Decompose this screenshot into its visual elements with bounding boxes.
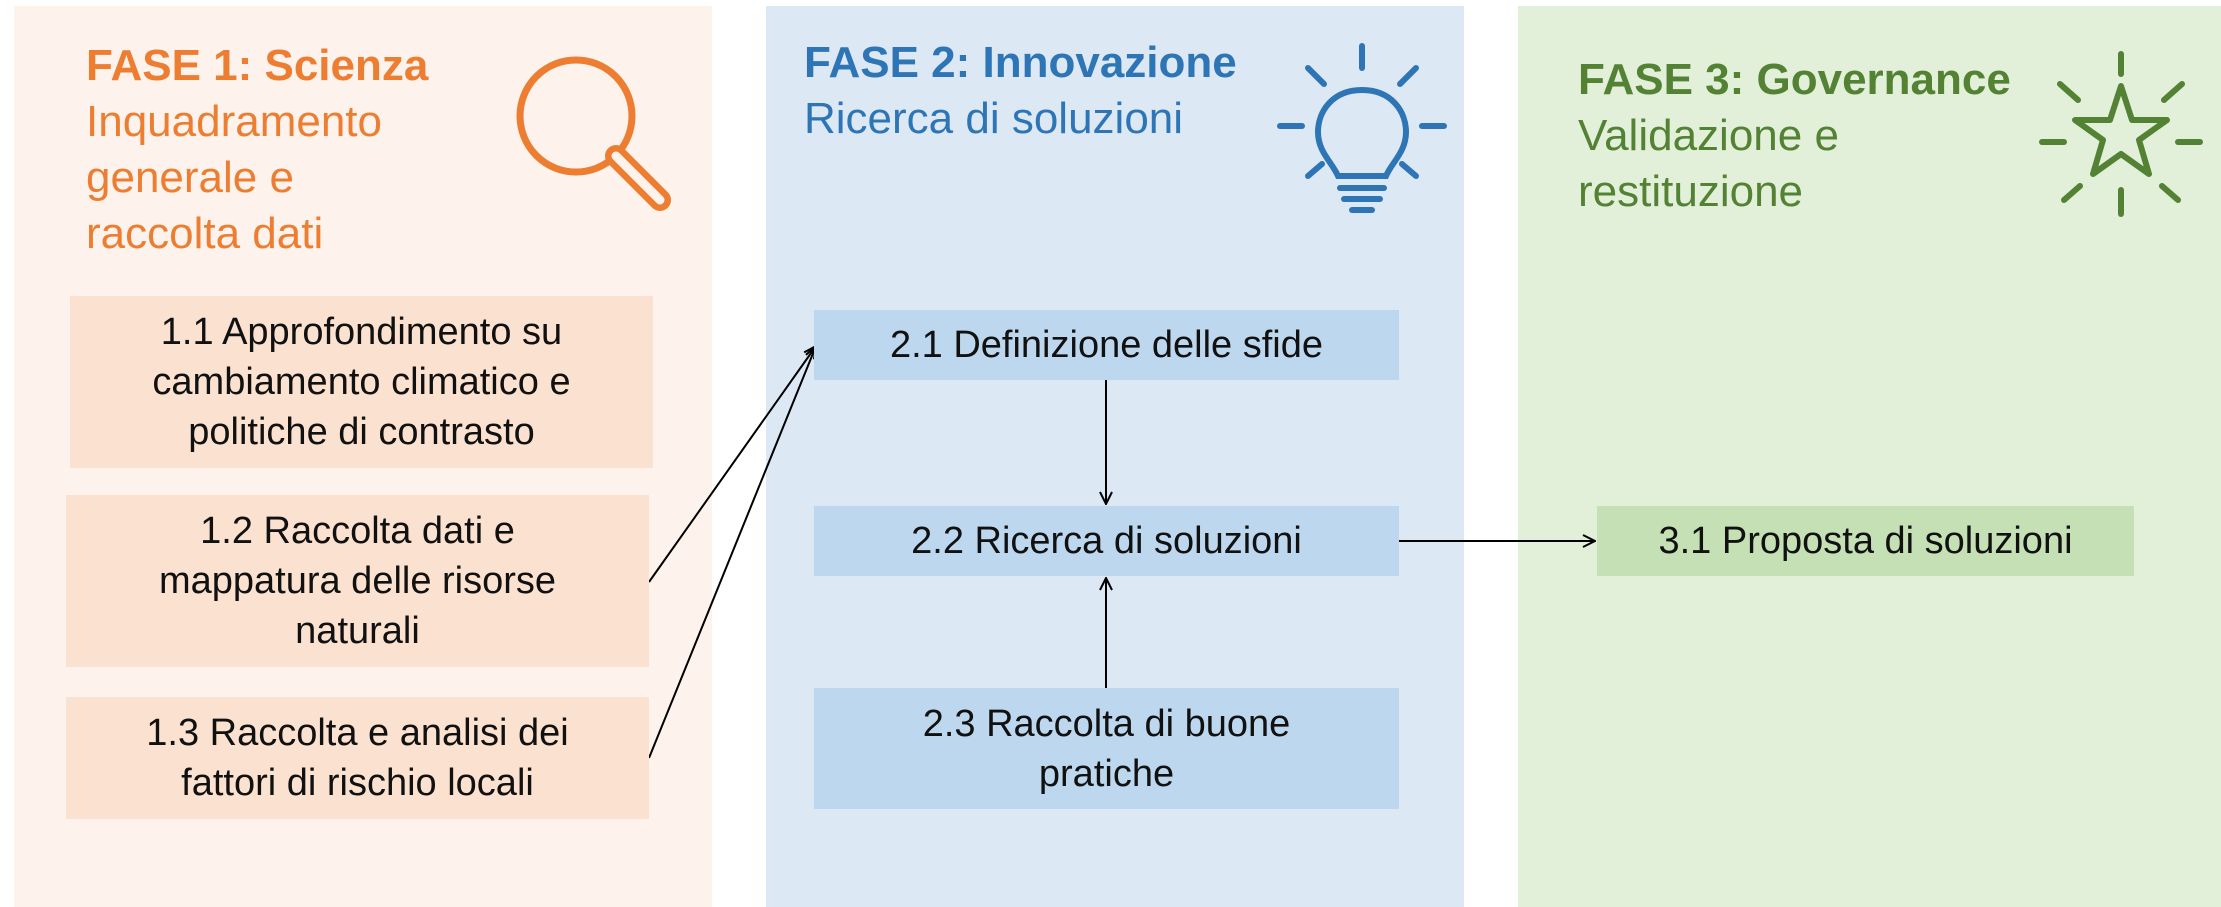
- phase-2-title: FASE 2: Innovazione: [804, 38, 1237, 87]
- step-1-3-box: 1.3 Raccolta e analisi dei fattori di ri…: [66, 697, 649, 819]
- step-2-3-line-1: 2.3 Raccolta di buone: [922, 702, 1291, 745]
- step-2-3-box: 2.3 Raccolta di buone pratiche: [814, 688, 1399, 809]
- step-3-1-box: 3.1 Proposta di soluzioni: [1597, 506, 2134, 576]
- phase-1-heading: FASE 1: Scienza Inquadramento generale e…: [86, 38, 516, 262]
- step-1-2-box: 1.2 Raccolta dati e mappatura delle riso…: [66, 495, 649, 667]
- step-1-3-line-1: 1.3 Raccolta e analisi dei: [146, 712, 569, 754]
- step-1-1-line-2: cambiamento climatico e: [152, 361, 571, 403]
- phase-2-heading: FASE 2: Innovazione Ricerca di soluzioni: [804, 35, 1284, 147]
- arrow-1-3-to-2-1: [648, 346, 816, 759]
- phase-3-column: [1518, 6, 2221, 907]
- light-bulb-icon: [1274, 38, 1450, 222]
- arrow-1-2-to-2-1: [648, 346, 816, 583]
- step-1-3-line-2: fattori di rischio locali: [181, 762, 534, 804]
- phase-3-heading: FASE 3: Governance Validazione e restitu…: [1578, 52, 2058, 220]
- phase-1-subtitle-line-3: raccolta dati: [86, 209, 324, 258]
- step-1-2-line-3: naturali: [295, 610, 420, 652]
- phase-1-title: FASE 1: Scienza: [86, 41, 429, 90]
- step-1-2-line-1: 1.2 Raccolta dati e: [200, 510, 515, 552]
- step-1-2-line-2: mappatura delle risorse: [158, 560, 557, 602]
- magnifying-glass-icon: [508, 48, 684, 218]
- phase-1-subtitle-line-1: Inquadramento: [86, 97, 382, 146]
- step-2-3-line-2: pratiche: [1038, 752, 1175, 795]
- step-2-2-line-1: 2.2 Ricerca di soluzioni: [911, 520, 1302, 562]
- phase-3-subtitle-line-2: restituzione: [1578, 167, 1804, 216]
- phase-3-subtitle-line-1: Validazione e: [1578, 111, 1839, 160]
- star-icon: [2036, 50, 2206, 220]
- step-2-2-box: 2.2 Ricerca di soluzioni: [814, 506, 1399, 576]
- step-1-1-line-3: politiche di contrasto: [188, 411, 535, 453]
- phase-3-title: FASE 3: Governance: [1578, 55, 2011, 104]
- phase-1-subtitle-line-2: generale e: [86, 153, 294, 202]
- step-2-1-box: 2.1 Definizione delle sfide: [814, 310, 1399, 380]
- step-1-1-box: 1.1 Approfondimento su cambiamento clima…: [70, 296, 653, 468]
- step-3-1-line-1: 3.1 Proposta di soluzioni: [1658, 520, 2073, 562]
- step-2-1-line-1: 2.1 Definizione delle sfide: [889, 324, 1324, 366]
- step-1-1-line-1: 1.1 Approfondimento su: [160, 311, 563, 353]
- phase-2-subtitle-line-1: Ricerca di soluzioni: [804, 94, 1184, 143]
